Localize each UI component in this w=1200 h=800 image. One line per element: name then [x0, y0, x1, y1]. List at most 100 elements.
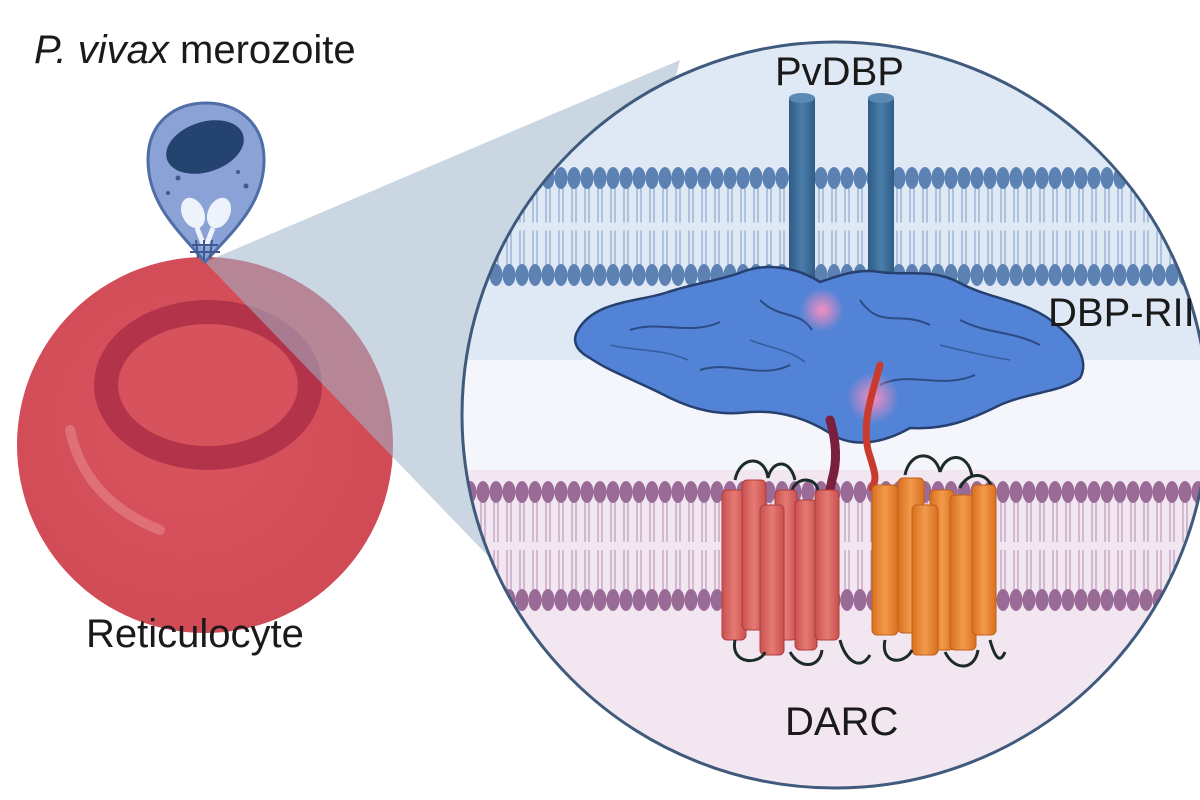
- lipid-head: [840, 481, 854, 503]
- lipid-head: [892, 167, 906, 189]
- lipid-head: [1178, 167, 1192, 189]
- lipid-tail: [1195, 230, 1200, 265]
- lipid-head: [957, 167, 971, 189]
- lipid-head: [970, 167, 984, 189]
- lipid-tail: [649, 550, 655, 590]
- lipid-tail: [922, 230, 928, 265]
- lipid-tail: [571, 550, 577, 590]
- lipid-tail: [987, 188, 993, 223]
- lipid-tail: [1169, 502, 1175, 542]
- lipid-tail: [909, 230, 915, 265]
- lipid-tail: [909, 188, 915, 223]
- lipid-head: [1061, 481, 1075, 503]
- lipid-tail: [1000, 188, 1006, 223]
- lipid-tail: [1013, 550, 1019, 590]
- lipid-head: [684, 481, 698, 503]
- lipid-tail: [1143, 502, 1149, 542]
- lipid-tail: [1026, 550, 1032, 590]
- lipid-head: [580, 167, 594, 189]
- lipid-head: [1022, 481, 1036, 503]
- lipid-head: [619, 481, 633, 503]
- lipid-head: [593, 264, 607, 286]
- lipid-tail: [545, 550, 551, 590]
- lipid-head: [1165, 167, 1179, 189]
- lipid-head: [671, 167, 685, 189]
- lipid-head: [1139, 264, 1153, 286]
- pvdbp-label: PvDBP: [775, 50, 904, 94]
- lipid-head: [554, 264, 568, 286]
- lipid-tail: [857, 550, 863, 590]
- lipid-tail: [558, 188, 564, 223]
- lipid-head: [632, 589, 646, 611]
- lipid-tail: [753, 188, 759, 223]
- lipid-tail: [1195, 188, 1200, 223]
- lipid-tail: [844, 230, 850, 265]
- lipid-tail: [649, 502, 655, 542]
- lipid-head: [1100, 264, 1114, 286]
- lipid-head: [697, 167, 711, 189]
- lipid-tail: [1130, 550, 1136, 590]
- lipid-head: [1048, 481, 1062, 503]
- lipid-head: [515, 264, 529, 286]
- lipid-tail: [818, 188, 824, 223]
- lipid-tail: [1026, 230, 1032, 265]
- lipid-head: [1113, 264, 1127, 286]
- lipid-tail: [779, 230, 785, 265]
- lipid-head: [489, 481, 503, 503]
- lipid-head: [1165, 589, 1179, 611]
- lipid-tail: [506, 550, 512, 590]
- lipid-tail: [545, 188, 551, 223]
- lipid-tail: [740, 230, 746, 265]
- lipid-tail: [1052, 230, 1058, 265]
- lipid-tail: [584, 502, 590, 542]
- lipid-tail: [610, 550, 616, 590]
- lipid-tail: [649, 188, 655, 223]
- lipid-tail: [636, 502, 642, 542]
- lipid-tail: [844, 550, 850, 590]
- lipid-tail: [779, 188, 785, 223]
- lipid-head: [1113, 589, 1127, 611]
- lipid-tail: [714, 230, 720, 265]
- lipid-tail: [1091, 188, 1097, 223]
- lipid-tail: [545, 502, 551, 542]
- lipid-head: [632, 481, 646, 503]
- lipid-head: [1191, 589, 1200, 611]
- lipid-head: [1009, 167, 1023, 189]
- lipid-head: [853, 589, 867, 611]
- lipid-head: [541, 264, 555, 286]
- lipid-head: [1100, 481, 1114, 503]
- lipid-head: [840, 589, 854, 611]
- lipid-tail: [675, 230, 681, 265]
- lipid-tail: [688, 550, 694, 590]
- lipid-tail: [714, 550, 720, 590]
- lipid-head: [983, 264, 997, 286]
- lipid-tail: [857, 188, 863, 223]
- lipid-tail: [571, 188, 577, 223]
- lipid-head: [1152, 481, 1166, 503]
- lipid-tail: [597, 230, 603, 265]
- lipid-head: [1100, 167, 1114, 189]
- lipid-tail: [766, 188, 772, 223]
- lipid-head: [528, 264, 542, 286]
- lipid-tail: [688, 230, 694, 265]
- lipid-tail: [662, 550, 668, 590]
- lipid-tail: [896, 188, 902, 223]
- lipid-tail: [545, 230, 551, 265]
- lipid-tail: [519, 550, 525, 590]
- lipid-head: [1074, 167, 1088, 189]
- lipid-tail: [1091, 550, 1097, 590]
- lipid-tail: [1039, 188, 1045, 223]
- lipid-tail: [597, 550, 603, 590]
- lipid-head: [1048, 264, 1062, 286]
- lipid-tail: [948, 188, 954, 223]
- lipid-tail: [753, 230, 759, 265]
- lipid-tail: [493, 502, 499, 542]
- lipid-head: [632, 264, 646, 286]
- lipid-head: [749, 167, 763, 189]
- lipid-head: [606, 264, 620, 286]
- lipid-tail: [1117, 502, 1123, 542]
- lipid-tail: [1078, 230, 1084, 265]
- lipid-head: [619, 167, 633, 189]
- lipid-tail: [1052, 502, 1058, 542]
